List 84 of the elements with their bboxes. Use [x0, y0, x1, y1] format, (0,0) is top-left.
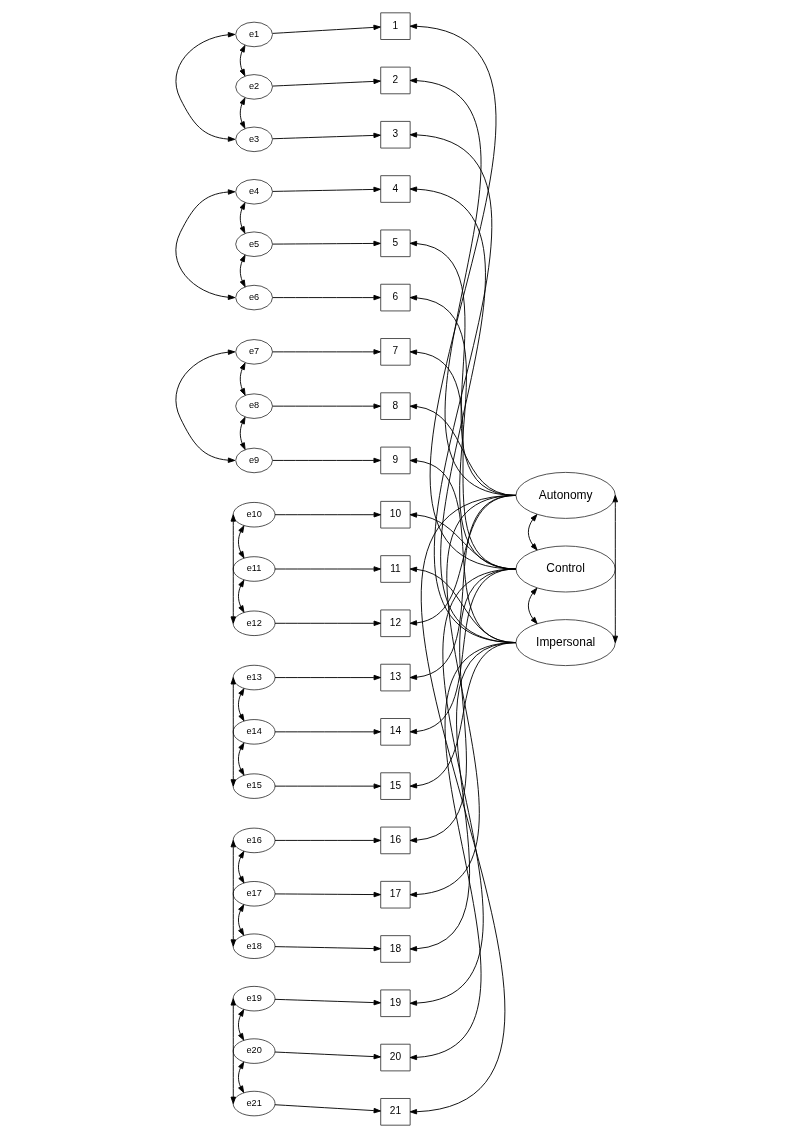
arrow [274, 674, 381, 681]
arrow [274, 620, 381, 626]
node-ellipse: Autonomy [515, 471, 616, 519]
node-ellipse: e4 [235, 179, 273, 205]
arrow [238, 688, 245, 722]
arrow [230, 677, 236, 787]
node-box: 18 [380, 935, 411, 963]
arrow [409, 642, 517, 1061]
node-box: 4 [380, 175, 411, 203]
arrow [272, 78, 381, 87]
node-ellipse: Impersonal [515, 619, 616, 667]
arrow [274, 998, 381, 1006]
node-box: 1 [380, 12, 411, 40]
node-box: 2 [380, 66, 411, 95]
node-box: 7 [380, 338, 411, 366]
node-ellipse: e8 [235, 393, 273, 419]
arrow [238, 579, 245, 613]
arrow [409, 568, 517, 1006]
node-box: 5 [380, 229, 411, 258]
arrow [230, 998, 236, 1104]
arrow [274, 837, 381, 844]
node-ellipse: e2 [235, 74, 273, 100]
node-box: 6 [380, 283, 411, 312]
arrow [274, 783, 381, 789]
arrow [239, 416, 246, 450]
node-ellipse: e14 [232, 719, 276, 745]
arrow [239, 362, 246, 396]
arrow [272, 349, 381, 355]
arrow [272, 24, 381, 34]
arrow [272, 457, 381, 464]
arrow [239, 202, 246, 234]
node-ellipse: e7 [235, 339, 273, 365]
node-box: 10 [380, 500, 411, 529]
node-ellipse: e17 [232, 881, 276, 907]
arrow [274, 891, 381, 898]
node-box: 15 [380, 772, 411, 800]
node-box: 14 [380, 718, 411, 746]
arrow [274, 945, 381, 952]
arrow [238, 525, 245, 559]
arrow [274, 1051, 381, 1060]
arrow [272, 403, 381, 409]
arrow [238, 1061, 245, 1093]
arrow [274, 512, 381, 518]
arrow [238, 904, 245, 936]
arrow [274, 1104, 381, 1114]
node-box: 3 [380, 120, 411, 149]
arrow [274, 566, 381, 572]
arrow [175, 189, 236, 300]
arrow [230, 514, 236, 624]
node-box: 11 [380, 555, 411, 583]
arrow [238, 850, 245, 884]
arrow [409, 494, 517, 1115]
node-ellipse: e3 [235, 126, 273, 153]
arrow [239, 45, 246, 77]
node-box: 13 [380, 663, 411, 692]
node-box: 20 [380, 1043, 411, 1072]
arrow [272, 186, 381, 193]
arrow [272, 294, 381, 301]
arrow [230, 839, 236, 947]
node-ellipse: e20 [232, 1038, 276, 1064]
node-box: 9 [380, 446, 411, 475]
arrow [238, 742, 245, 776]
node-box: 17 [380, 880, 411, 909]
arrow [175, 349, 236, 463]
arrow [527, 514, 538, 551]
arrow [272, 240, 381, 247]
arrow [239, 97, 246, 129]
node-ellipse: e5 [235, 231, 273, 257]
node-ellipse: e1 [235, 21, 273, 48]
node-ellipse: e6 [235, 284, 273, 311]
node-box: 8 [380, 392, 411, 420]
arrow [527, 587, 538, 625]
arrow [238, 1009, 245, 1041]
arrow [239, 254, 246, 288]
arrow [175, 32, 236, 142]
node-ellipse: e11 [232, 556, 276, 582]
node-box: 21 [380, 1098, 411, 1126]
arrow [612, 494, 619, 644]
node-box: 19 [380, 989, 411, 1018]
node-box: 16 [380, 826, 411, 855]
arrow [274, 729, 381, 735]
arrow [272, 132, 381, 140]
node-ellipse: e9 [235, 447, 273, 474]
node-box: 12 [380, 609, 411, 638]
